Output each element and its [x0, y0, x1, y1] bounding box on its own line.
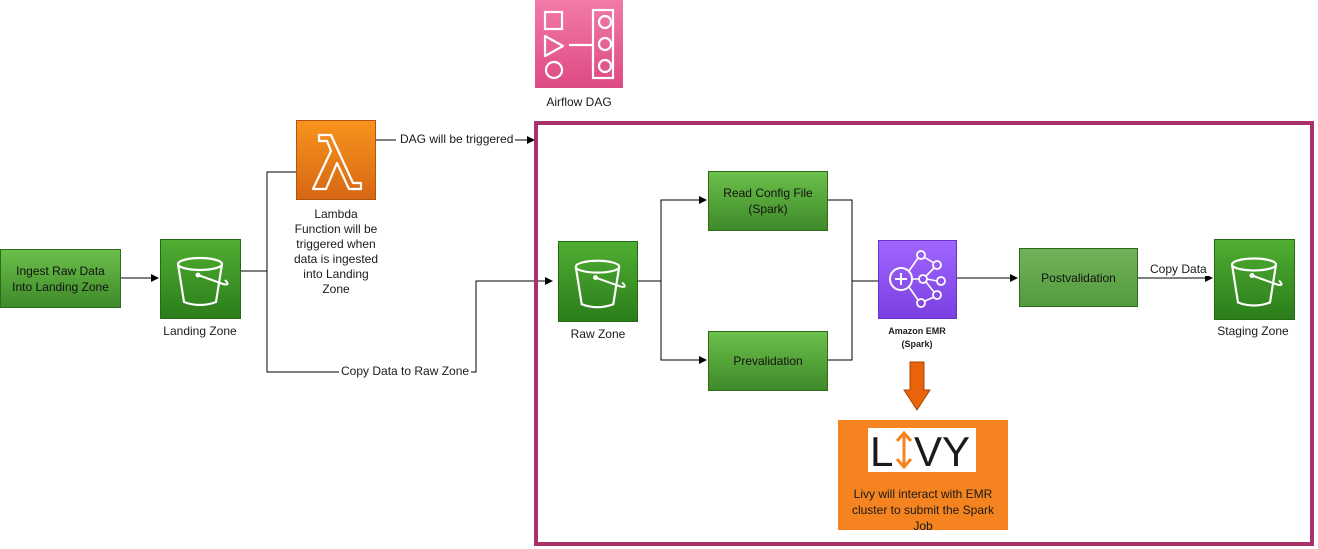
edge-label-dag-triggered: DAG will be triggered [398, 132, 516, 146]
read-config-box[interactable]: Read Config File (Spark) [708, 171, 828, 231]
read-config-label: Read Config File (Spark) [723, 186, 813, 216]
s3-bucket-icon [176, 256, 229, 307]
livy-logo-l: L [870, 428, 893, 472]
edge-raw-prevalidation [660, 281, 707, 364]
edge-landing-branch [239, 171, 296, 272]
landing-zone-label: Landing Zone [163, 324, 237, 338]
edge-label-copy-raw: Copy Data to Raw Zone [339, 364, 472, 378]
prevalidation-label: Prevalidation [733, 354, 803, 368]
airflow-label: Airflow DAG [546, 95, 612, 109]
edge-label-copy-data: Copy Data [1148, 262, 1209, 276]
prevalidation-box[interactable]: Prevalidation [708, 331, 828, 391]
lambda-node[interactable] [296, 120, 376, 200]
amazon-emr-icon [889, 250, 946, 308]
airflow-dag-container [534, 121, 1314, 546]
livy-logo: L VY [868, 428, 976, 472]
emr-node[interactable] [878, 240, 957, 319]
postvalidation-label: Postvalidation [1041, 270, 1116, 285]
edge-raw-readconfig [634, 196, 707, 282]
edge-readconfig-emr [828, 199, 878, 282]
raw-zone-label: Raw Zone [570, 327, 626, 341]
livy-logo-vy: VY [914, 428, 970, 472]
staging-zone-label: Staging Zone [1217, 324, 1289, 338]
raw-zone-node[interactable] [558, 241, 638, 322]
livy-node[interactable]: L VY Livy will interact with EMR cluster… [838, 420, 1008, 533]
down-arrow-emr-livy [903, 361, 931, 411]
edge-landing-copy [266, 271, 340, 373]
s3-bucket-icon [1230, 257, 1283, 307]
landing-zone-node[interactable] [160, 239, 241, 319]
s3-bucket-icon [574, 259, 626, 309]
edge-prevalidation-emr [828, 281, 853, 361]
airflow-dag-icon [543, 8, 615, 80]
ingest-label: Ingest Raw Data Into Landing Zone [12, 263, 109, 294]
postvalidation-box[interactable]: Postvalidation [1019, 248, 1138, 307]
ingest-raw-data-box[interactable]: Ingest Raw Data Into Landing Zone [0, 249, 121, 308]
livy-logo-svg: L VY [870, 428, 970, 472]
staging-zone-node[interactable] [1214, 239, 1295, 320]
livy-label: Livy will interact with EMR cluster to s… [851, 487, 995, 533]
airflow-node[interactable] [535, 0, 623, 88]
lambda-label: Lambda Function will be triggered when d… [293, 207, 379, 296]
emr-label: Amazon EMR (Spark) [888, 326, 946, 349]
aws-lambda-icon [311, 133, 363, 191]
